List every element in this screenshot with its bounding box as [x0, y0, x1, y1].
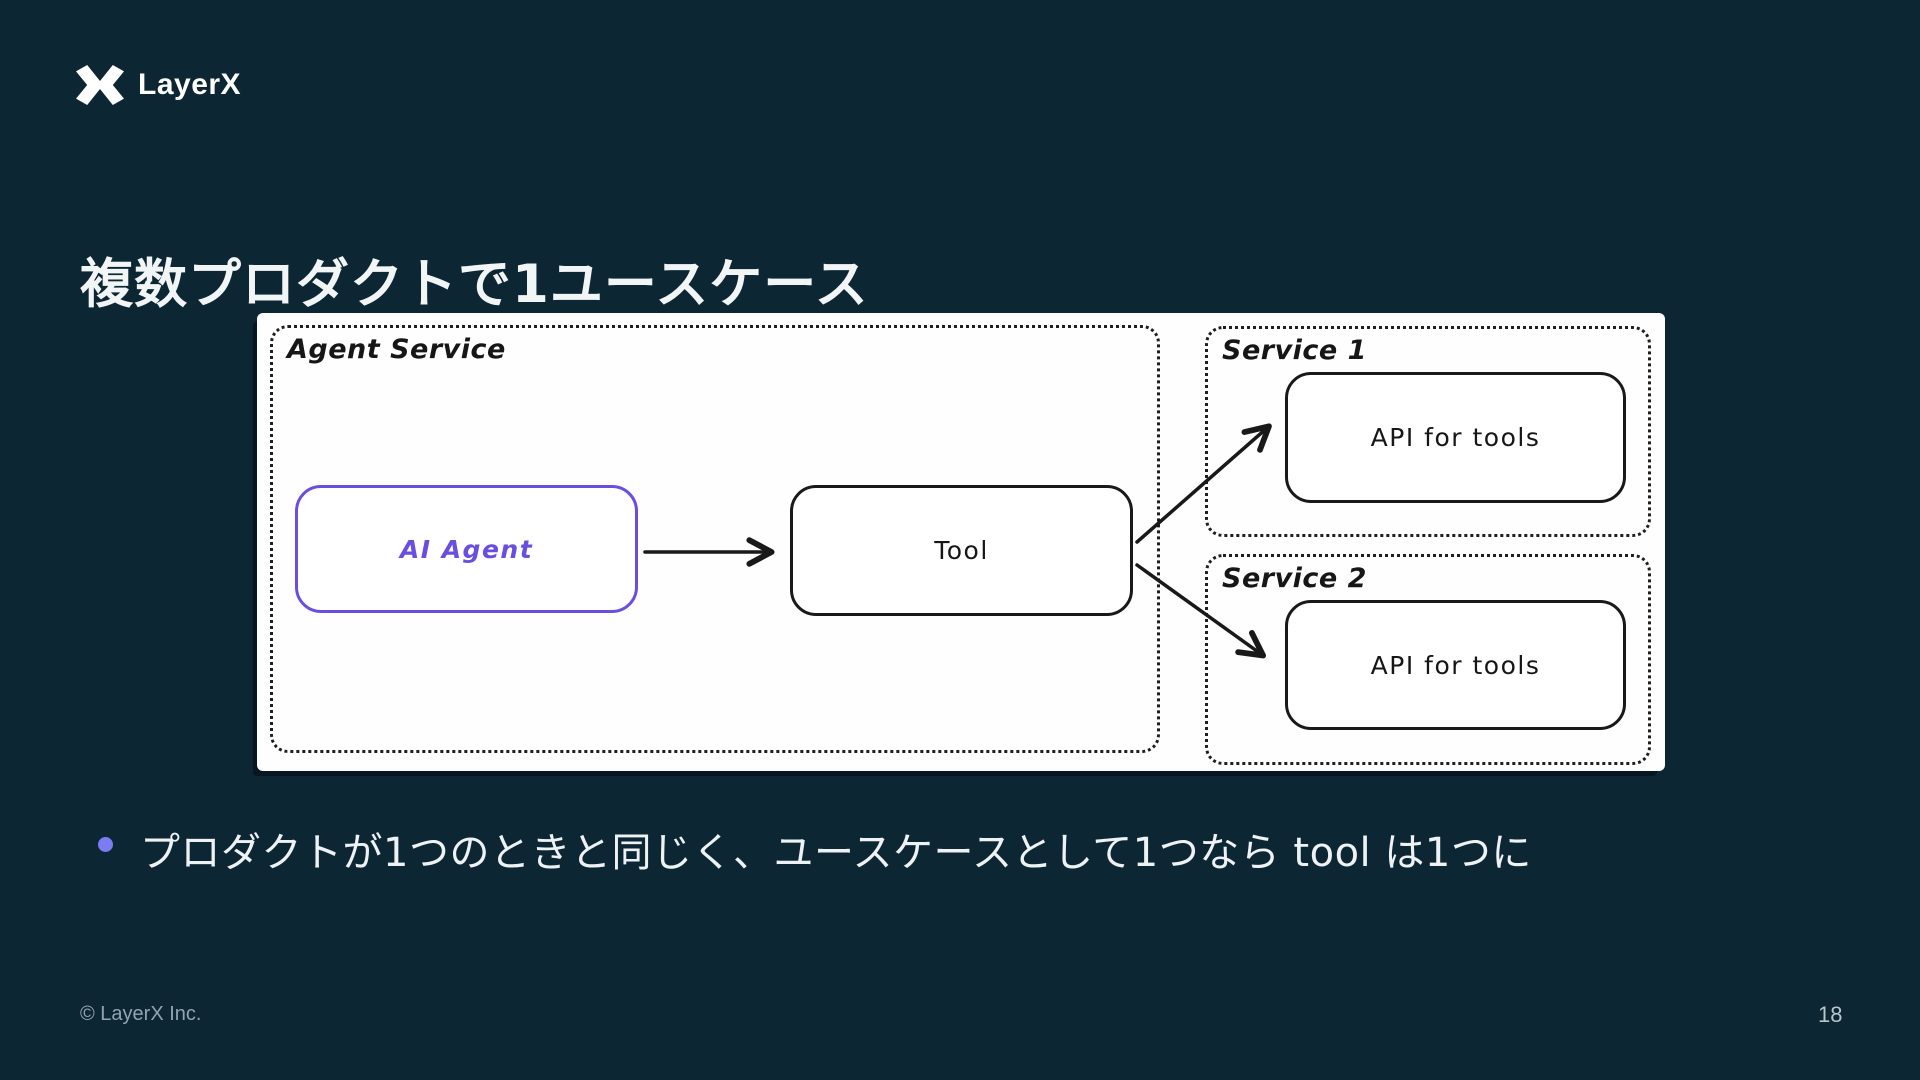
- service-2-api-node: API for tools: [1285, 600, 1626, 730]
- agent-service-container: Agent Service: [270, 325, 1160, 753]
- bullet-item: プロダクトが1つのときと同じく、ユースケースとして1つなら tool は1つに: [98, 820, 1532, 878]
- layerx-logo-icon: [76, 65, 124, 105]
- bullet-marker-icon: [98, 837, 113, 852]
- brand-name: LayerX: [138, 68, 242, 101]
- bullet-text: プロダクトが1つのときと同じく、ユースケースとして1つなら tool は1つに: [140, 830, 1532, 876]
- page-title: 複数プロダクトで1ユースケース: [80, 253, 869, 315]
- footer-copyright: © LayerX Inc.: [80, 1003, 202, 1025]
- diagram-panel: Agent Service Service 1 Service 2 AI Age…: [257, 313, 1665, 771]
- page-number: 18: [1818, 1002, 1843, 1027]
- service-2-label: Service 2: [1222, 563, 1367, 594]
- service-1-api-node: API for tools: [1285, 372, 1626, 503]
- layerx-logo: LayerX: [76, 64, 241, 106]
- agent-service-label: Agent Service: [287, 334, 506, 365]
- tool-node: Tool: [790, 485, 1133, 616]
- ai-agent-node: AI Agent: [295, 485, 638, 613]
- service-1-label: Service 1: [1222, 335, 1367, 366]
